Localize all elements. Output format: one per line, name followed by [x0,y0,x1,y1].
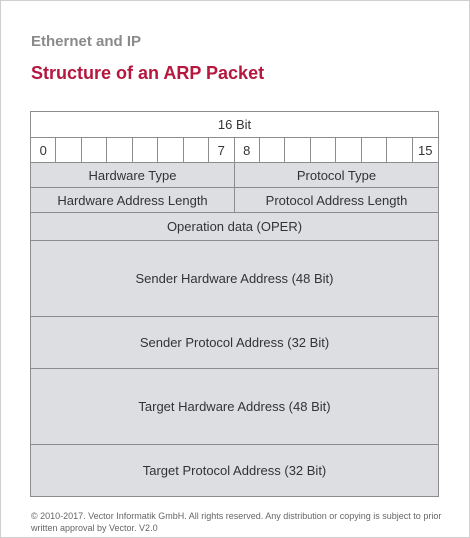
hardware-address-length-field: Hardware Address Length [31,188,234,212]
sender-protocol-address-field: Sender Protocol Address (32 Bit) [31,317,438,368]
copyright-footer: © 2010-2017. Vector Informatik GmbH. All… [31,511,442,533]
hardware-type-field: Hardware Type [31,163,234,187]
bit-label: 8 [243,142,251,158]
arp-packet-table: 16 Bit 0 7 8 15 Hardware Type Protocol Type… [30,111,439,497]
bit-slot: 7 [209,138,235,162]
bit-slot [107,138,133,162]
bit-label: 7 [217,142,225,158]
operation-field: Operation data (OPER) [31,213,438,240]
section-subtitle: Ethernet and IP [31,33,142,50]
bit-slot [184,138,210,162]
bit-slot [260,138,286,162]
sender-hardware-address-field: Sender Hardware Address (48 Bit) [31,241,438,316]
bit-slot [362,138,388,162]
bit-slot [285,138,311,162]
bit-label: 15 [418,142,433,158]
protocol-address-length-field: Protocol Address Length [235,188,438,212]
bit-slot: 15 [413,138,438,162]
bit-slot [82,138,108,162]
bit-slot [133,138,159,162]
protocol-type-field: Protocol Type [235,163,438,187]
bit-slot: 8 [235,138,260,162]
diagram-title: Structure of an ARP Packet [31,63,265,83]
bit-width-label: 16 Bit [217,117,252,132]
bit-slot [56,138,82,162]
bit-slot [158,138,184,162]
target-hardware-address-field: Target Hardware Address (48 Bit) [31,369,438,444]
bit-slot [311,138,337,162]
bit-slot [387,138,413,162]
target-protocol-address-field: Target Protocol Address (32 Bit) [31,445,438,496]
bit-label: 0 [39,142,47,158]
bit-ruler: 0 7 8 15 [31,138,438,162]
bit-slot [336,138,362,162]
bit-slot: 0 [31,138,57,162]
